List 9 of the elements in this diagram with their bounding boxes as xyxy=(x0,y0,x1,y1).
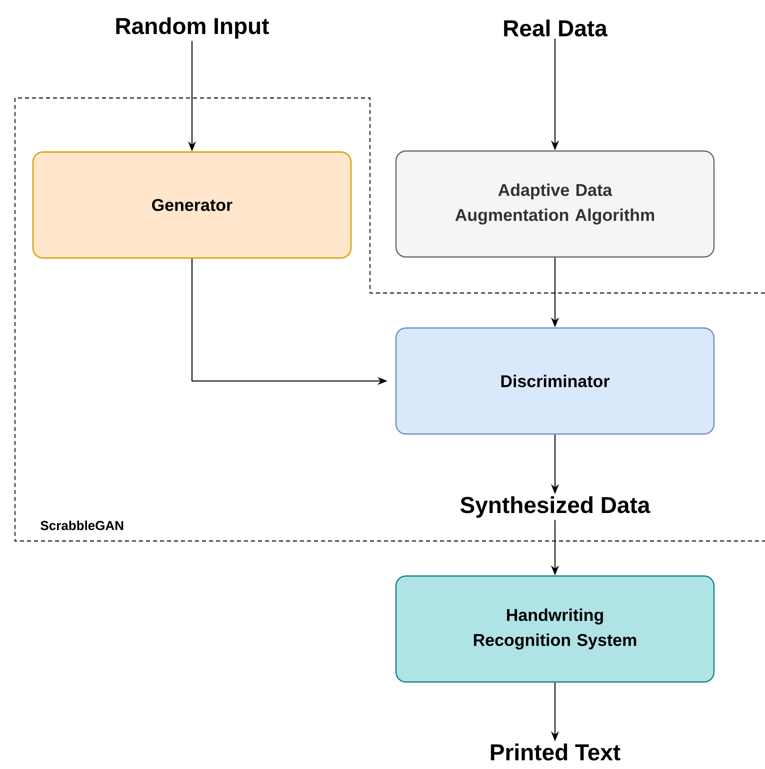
title-text: Printed Text xyxy=(490,744,620,760)
title-text: Real Data xyxy=(504,20,608,36)
process-box: Adaptive Data Augmentation Algorithm xyxy=(395,150,715,258)
title-text: Synthesized Data xyxy=(460,496,650,518)
process-box: Generator xyxy=(32,151,352,259)
title-text: Random Input xyxy=(116,17,270,39)
region-label: ScrabbleGAN xyxy=(40,520,124,530)
process-box: Discriminator xyxy=(395,327,715,435)
process-box: Handwriting Recognition System xyxy=(395,575,715,683)
